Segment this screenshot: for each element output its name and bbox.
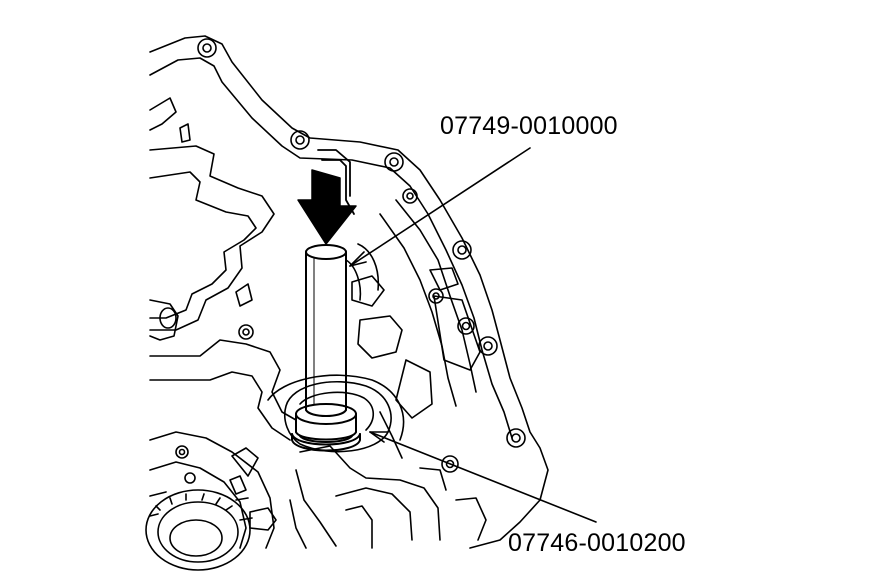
attachment-tool-label: 07746-0010200 <box>508 529 686 557</box>
leader-lines <box>349 147 597 523</box>
attachment-ring-tool <box>291 403 361 452</box>
bearing-seat <box>267 243 405 453</box>
transmission-case <box>149 35 549 549</box>
bolt-bosses <box>175 38 526 484</box>
leader-line-driver <box>349 147 531 267</box>
down-arrow-icon <box>297 149 357 245</box>
driver-shaft-tool <box>305 244 347 417</box>
case-tabs <box>149 123 277 531</box>
leader-tip-driver <box>349 251 367 267</box>
lower-bearing-housing <box>145 489 253 571</box>
leader-line-attachment <box>369 431 597 523</box>
leader-tip-attachment <box>369 431 389 443</box>
driver-tool-label: 07749-0010000 <box>440 112 618 140</box>
